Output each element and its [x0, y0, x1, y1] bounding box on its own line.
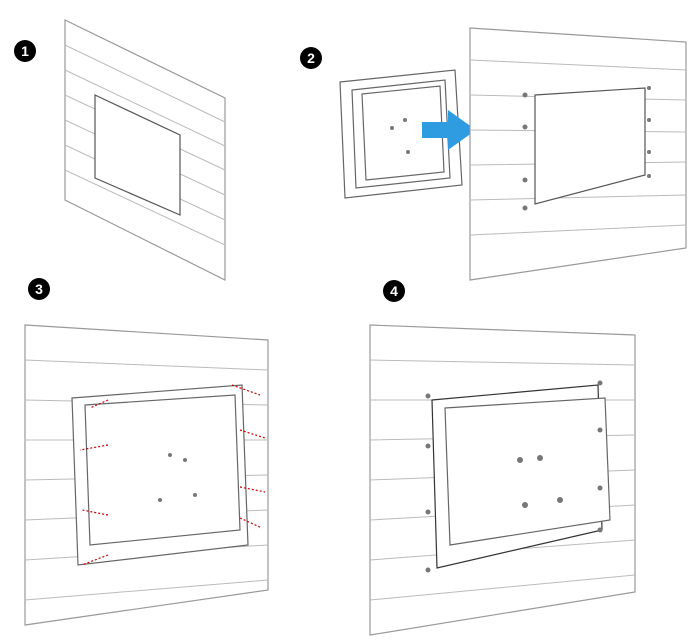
- insert-arrow: [422, 110, 476, 150]
- step-1-wall-cutout: [64, 19, 226, 281]
- step-3-mounting: [24, 324, 269, 626]
- step-2-panel: [339, 69, 463, 199]
- step-4-badge: 4: [383, 280, 405, 302]
- step-2-badge: 2: [300, 47, 322, 69]
- step-2-wall-cutout: [469, 27, 687, 281]
- step-3-badge: 3: [28, 278, 50, 300]
- step-4-installed: [369, 324, 636, 636]
- step-1-badge: 1: [14, 40, 36, 62]
